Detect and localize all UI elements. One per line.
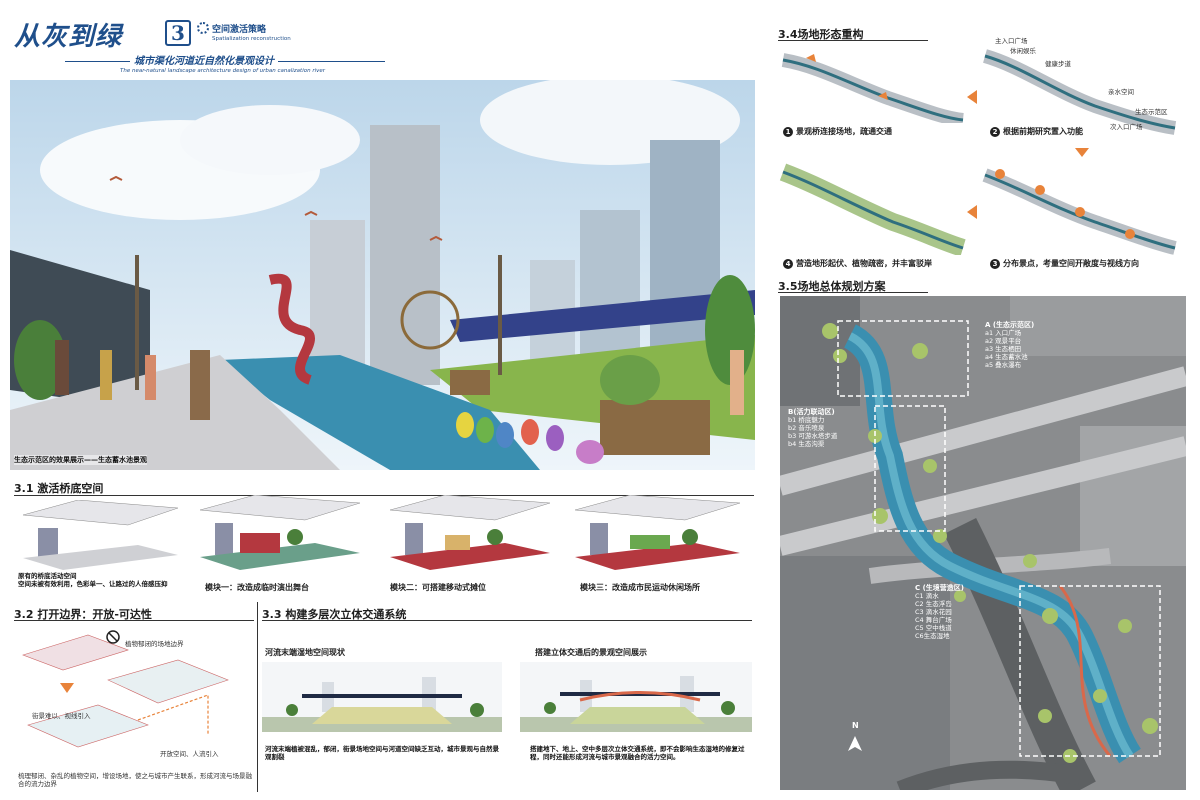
sec33-right-desc: 搭建地下、地上、空中多层次立体交通系统，即不会影响生态湿地的修复过程，同时还能形…: [530, 745, 745, 761]
zone-a-title: A (生态示范区): [985, 321, 1035, 329]
sec34-label-leisure: 休闲娱乐: [1010, 47, 1036, 55]
sec32-label2: 街景难以、视线引入: [32, 712, 91, 720]
sec34-step2-map: [980, 36, 1180, 136]
sec34-step1-map: [778, 48, 968, 123]
zone-b-title: B(活力联动区): [788, 408, 835, 416]
gear-icon: [197, 22, 209, 34]
sec34-step1-text: 景观桥连接场地，疏通交通: [796, 127, 892, 136]
sec34-step4-map: [778, 160, 968, 255]
sec31-module2-diagram: [385, 495, 555, 577]
zone-c-item: C5 空中栈道: [915, 624, 952, 632]
sec31-title: 3.1 激活桥底空间: [14, 482, 104, 495]
sec34-title: 3.4场地形态重构: [778, 28, 864, 41]
sec35-rule: [778, 292, 928, 293]
sec33-left-desc: 河流末端植被混乱，郁闭，街景场地空间与河道空间缺乏互动，城市景观与自然景观割裂: [265, 745, 499, 761]
hero-illustration: 生态示范区的效果展示——生态蓄水池景观: [10, 80, 755, 470]
zone-b-legend: B(活力联动区) b1 桥底魅力 b2 音乐喷泉 b3 可游水塔步道 b4 生态…: [788, 408, 837, 448]
sec32-diagram: [18, 625, 253, 760]
zone-a-item: a2 观景平台: [985, 337, 1022, 345]
zone-a-item: a1 入口广场: [985, 329, 1022, 337]
sec32-desc: 梳理郁闭、杂乱的植物空间，增设场地，使之与城市产生联系，形成河流与场景融合的流力…: [18, 772, 252, 788]
hero-caption: 生态示范区的效果展示——生态蓄水池景观: [14, 455, 147, 465]
tag-en: Spatialization reconstruction: [212, 36, 291, 42]
subtitle-en: The near-natural landscape architecture …: [120, 68, 326, 74]
zone-c-item: C2 生态浮岛: [915, 600, 952, 608]
zone-c-item: C6生态湿地: [915, 632, 950, 640]
tag-cn: 空间激活策略: [212, 25, 267, 35]
north-label: N: [852, 721, 859, 730]
sec32-rule: [14, 620, 254, 621]
title-number: 3: [171, 21, 185, 45]
sec33-left-caption: 河流末端湿地空间现状: [265, 648, 345, 657]
sec31-module3-diagram: [570, 495, 745, 577]
sec34-step4-text: 营造地形起伏、植物疏密，并丰富驳岸: [796, 259, 932, 268]
sec34-label-main-entry: 主入口广场: [995, 37, 1028, 45]
sec32-label1: 植物郁闭的场地边界: [125, 640, 184, 648]
sec33-right-caption: 搭建立体交通后的景观空间展示: [535, 648, 647, 657]
sec31-rule: [14, 495, 754, 496]
sec35-title: 3.5场地总体规划方案: [778, 280, 886, 293]
zone-a-legend: A (生态示范区) a1 入口广场 a2 观景平台 a3 生态栖田 a4 生态蓄…: [985, 321, 1034, 369]
zone-b-item: b4 生态沟渠: [788, 440, 825, 448]
sec32-divider: [257, 602, 258, 792]
zone-c-legend: C (生境营造区) C1 滴水 C2 生态浮岛 C3 滴水花园 C4 舞台广场 …: [915, 584, 964, 640]
sec31-module3-caption: 模块三：改造成市民运动休闲场所: [580, 583, 700, 592]
sec33-left-diagram: [262, 662, 502, 732]
sec34-step3-text: 分布景点，考量空间开敞度与视线方向: [1003, 259, 1139, 268]
subtitle-cn: 城市渠化河道近自然化景观设计: [130, 52, 278, 67]
sec31-desc: 原有的桥底活动空间 空间未被有效利用，色彩单一、让路过的人倍感压抑: [18, 572, 168, 588]
sec34-label-water: 亲水空间: [1108, 88, 1134, 96]
arrow-icon: [967, 90, 977, 104]
title-number-badge: 3: [165, 20, 191, 46]
zone-c-item: C4 舞台广场: [915, 616, 952, 624]
sec32-label3: 开放空间、人流引入: [160, 750, 219, 758]
zone-a-item: a4 生态蓄水池: [985, 353, 1028, 361]
zone-c-title: C (生境营造区): [915, 584, 964, 592]
sec32-title: 3.2 打开边界：开放-可达性: [14, 608, 152, 621]
zone-b-item: b2 音乐喷泉: [788, 424, 825, 432]
zone-b-item: b3 可游水塔步道: [788, 432, 838, 440]
sec31-module2-caption: 模块二：可搭建移动式摊位: [390, 583, 486, 592]
zone-b-item: b1 桥底魅力: [788, 416, 825, 424]
sec31-module1-diagram: [195, 495, 365, 577]
sec31-diagram-original: [18, 500, 183, 570]
zone-a-item: a3 生态栖田: [985, 345, 1022, 353]
sec33-title: 3.3 构建多层次立体交通系统: [262, 608, 407, 621]
zone-a-item: a5 叠水瀑布: [985, 361, 1022, 369]
zone-c-item: C3 滴水花园: [915, 608, 952, 616]
sec31-module1-caption: 模块一：改造成临时演出舞台: [205, 583, 309, 592]
sec33-rule: [262, 620, 752, 621]
sec34-step3-map: [980, 160, 1180, 255]
title-big: 从灰到绿: [14, 22, 123, 52]
arrow-down-icon: [1075, 148, 1089, 157]
master-plan: A (生态示范区) a1 入口广场 a2 观景平台 a3 生态栖田 a4 生态蓄…: [780, 296, 1186, 790]
sec34-label-walk: 健康步道: [1045, 60, 1071, 68]
arrow-left-icon: [967, 205, 977, 219]
sec33-right-diagram: [520, 662, 752, 732]
sec34-label-sub-entry: 次入口广场: [1110, 123, 1143, 131]
zone-c-item: C1 滴水: [915, 592, 939, 600]
sec34-step2-text: 根据前期研究置入功能: [1003, 127, 1083, 136]
sec34-rule: [778, 40, 928, 41]
header: 从灰到绿 3 空间激活策略 Spatialization reconstruct…: [10, 10, 755, 80]
sec34-label-eco: 生态示范区: [1135, 108, 1168, 116]
